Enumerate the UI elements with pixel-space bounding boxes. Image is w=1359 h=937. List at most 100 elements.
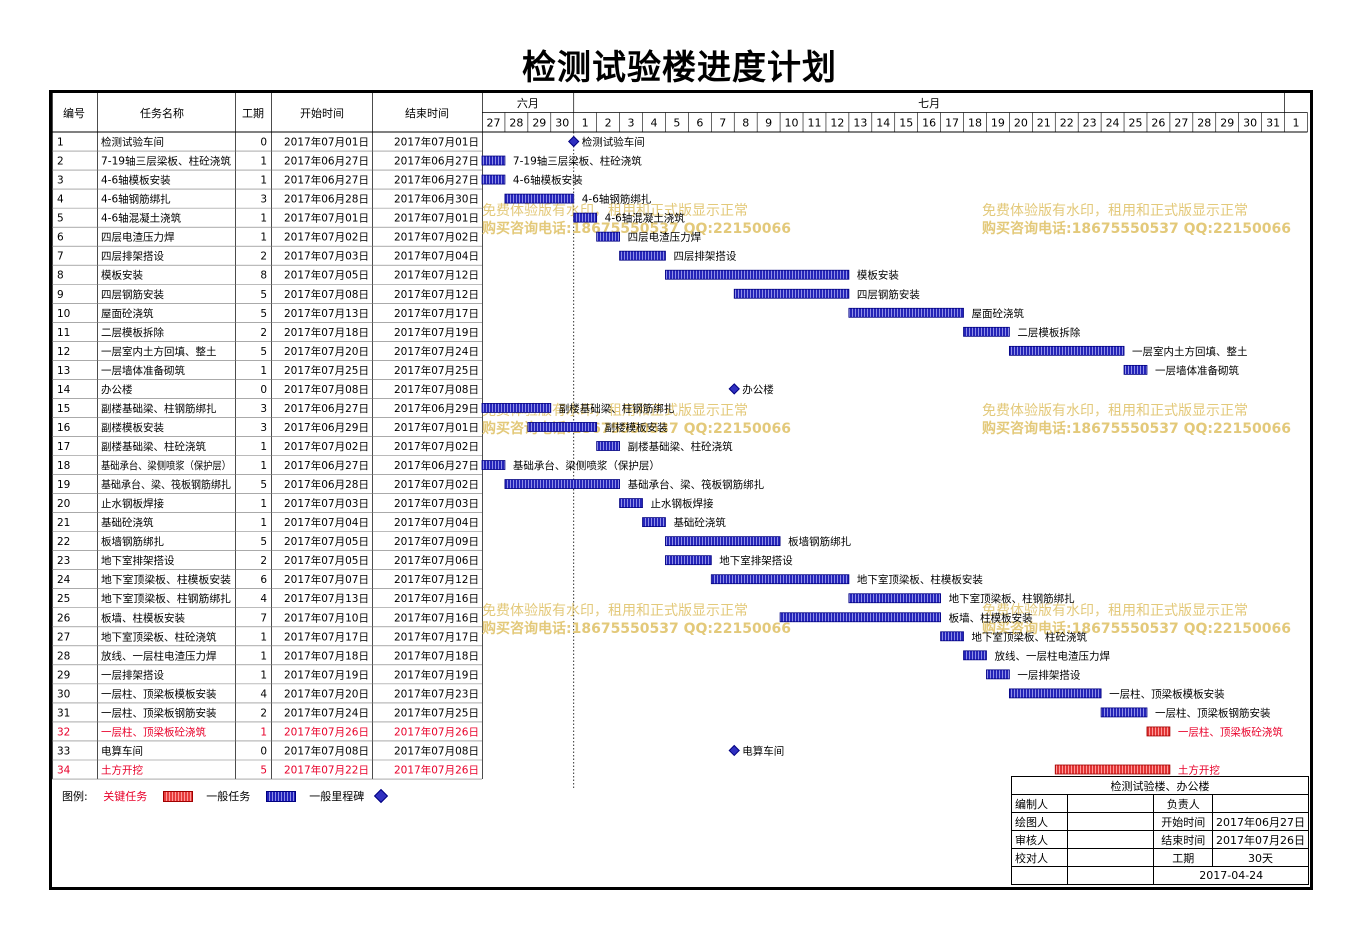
task-bar (1123, 364, 1148, 375)
bar-label: 放线、一层柱电渣压力焊 (994, 649, 1110, 662)
bar-label: 4-6轴模板安装 (513, 174, 583, 187)
task-end: 2017年07月09日 (394, 535, 479, 548)
day-label: 29 (1220, 117, 1234, 130)
bar-label: 副楼基础梁、柱砼浇筑 (628, 440, 733, 453)
task-duration: 1 (260, 517, 267, 529)
legend-milestone-label: 一般里程碑 (309, 790, 365, 803)
task-duration: 1 (260, 726, 267, 738)
task-duration: 4 (260, 593, 267, 605)
day-label: 9 (765, 117, 772, 130)
task-id: 8 (57, 270, 64, 282)
task-end: 2017年07月25日 (394, 706, 479, 719)
month-label: 六月 (517, 97, 539, 110)
task-start: 2017年07月17日 (284, 630, 369, 643)
task-start: 2017年07月03日 (284, 250, 369, 263)
task-end: 2017年06月27日 (394, 174, 479, 187)
task-end: 2017年07月03日 (394, 497, 479, 510)
bar-label: 办公楼 (742, 383, 774, 396)
day-label: 26 (1151, 117, 1165, 130)
task-duration: 8 (260, 270, 267, 282)
task-start: 2017年07月01日 (284, 136, 369, 149)
bar-label: 止水钢板焊接 (651, 497, 714, 510)
milestone-marker (728, 383, 740, 395)
task-duration: 0 (260, 137, 267, 149)
task-id: 29 (57, 669, 70, 681)
day-label: 7 (719, 117, 726, 130)
task-start: 2017年07月18日 (284, 649, 369, 662)
legend-normal-label: 一般任务 (206, 790, 251, 803)
task-end: 2017年07月26日 (394, 725, 479, 738)
task-duration: 2 (260, 707, 267, 719)
task-name: 四层排架搭设 (101, 250, 164, 263)
task-id: 14 (57, 384, 71, 396)
milestone-marker (728, 744, 740, 757)
task-duration: 1 (260, 669, 267, 681)
task-bar (963, 326, 1010, 337)
blank-cell (1067, 866, 1155, 885)
day-label: 18 (968, 117, 982, 130)
task-id: 4 (57, 194, 64, 206)
day-label: 8 (742, 117, 749, 130)
legend: 图例: 关键任务 一般任务 一般里程碑 (62, 788, 388, 804)
legend-normal-swatch (265, 790, 296, 802)
task-start: 2017年07月22日 (284, 764, 369, 777)
task-name: 4-6轴钢筋绑扎 (101, 193, 171, 206)
task-end: 2017年07月26日 (394, 764, 479, 777)
task-end: 2017年07月02日 (394, 440, 479, 453)
day-label: 28 (509, 117, 523, 130)
watermark-text: 免费体验版有水印，租用和正式版显示正常 (982, 403, 1248, 419)
task-name: 4-6轴混凝土浇筑 (101, 212, 182, 225)
bar-label: 土方开挖 (1178, 764, 1220, 777)
task-duration: 1 (260, 213, 267, 225)
compiler-label: 编制人 (1010, 794, 1069, 813)
project-info-box: 检测试验楼、办公楼 编制人 负责人 绘图人 开始时间 2017年06月27日 审… (1010, 776, 1309, 886)
task-end: 2017年07月06日 (394, 554, 479, 567)
task-bar (665, 536, 781, 547)
watermark-text: 购买咨询电话:18675550537 QQ:22150066 (482, 620, 791, 637)
task-name: 电算车间 (101, 744, 143, 757)
task-id: 25 (57, 593, 70, 605)
name-column-header: 任务名称 (140, 106, 184, 120)
day-label: 1 (582, 117, 589, 130)
task-name: 一层墙体准备砌筑 (101, 364, 185, 377)
task-id: 9 (57, 289, 64, 301)
reviewer-value (1067, 830, 1155, 849)
task-id: 5 (57, 213, 64, 225)
task-name: 7-19轴三层梁板、柱砼浇筑 (101, 155, 231, 168)
task-end: 2017年07月17日 (394, 307, 479, 320)
end-value: 2017年07月26日 (1212, 830, 1309, 849)
task-duration: 1 (260, 631, 267, 643)
task-duration: 3 (260, 403, 267, 415)
task-bar (596, 441, 620, 451)
task-start: 2017年06月28日 (284, 193, 369, 206)
end-label: 结束时间 (1153, 830, 1213, 849)
task-end: 2017年07月04日 (394, 250, 479, 263)
task-start: 2017年07月03日 (284, 497, 369, 510)
day-label: 10 (785, 117, 799, 130)
project-name: 检测试验楼、办公楼 (1011, 776, 1309, 795)
task-id: 27 (57, 631, 70, 643)
bar-label: 副楼模板安装 (605, 421, 668, 434)
bar-label: 一层室内土方回填、整土 (1132, 345, 1248, 358)
task-duration: 4 (260, 688, 267, 700)
task-duration: 1 (260, 498, 267, 510)
task-duration: 5 (260, 765, 267, 777)
bar-label: 板墙、柱模板安装 (949, 611, 1033, 624)
bar-label: 地下室排架搭设 (719, 554, 793, 567)
day-label: 11 (807, 117, 821, 130)
bar-label: 4-6轴混凝土浇筑 (605, 212, 686, 225)
task-start: 2017年07月02日 (284, 440, 369, 453)
task-name: 四层钢筋安装 (101, 288, 164, 301)
task-id: 1 (57, 137, 64, 149)
owner-label: 负责人 (1153, 794, 1213, 813)
task-duration: 2 (260, 327, 267, 339)
task-bar (481, 460, 506, 470)
bar-label: 电算车间 (742, 744, 784, 757)
bar-label: 屋面砼浇筑 (972, 307, 1025, 320)
day-label: 15 (899, 117, 913, 130)
task-id: 31 (57, 707, 70, 719)
task-bar (848, 307, 964, 318)
bar-label: 基础承台、梁侧喷浆（保护层） (513, 459, 660, 472)
